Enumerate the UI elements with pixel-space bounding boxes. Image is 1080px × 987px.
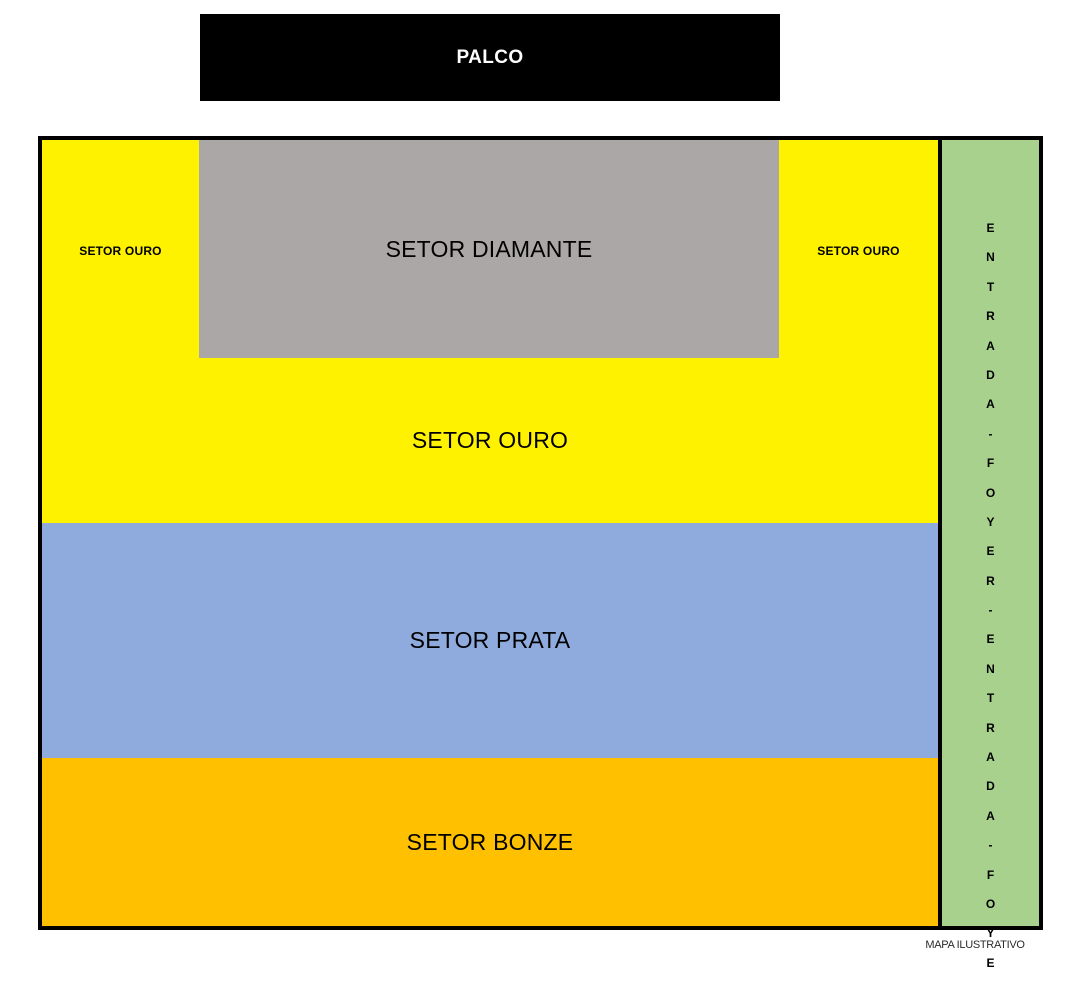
stage-label: PALCO (456, 46, 524, 68)
entrance-letter: E (986, 955, 995, 970)
sector-ouro-main-label: SETOR OURO (411, 427, 569, 453)
entrance-letter: - (988, 426, 993, 441)
entrance-letter: Y (986, 926, 995, 941)
entrance-letter: T (986, 279, 995, 294)
entrance-letter: A (986, 750, 995, 765)
entrance-letter: O (985, 896, 996, 911)
entrance-letter: N (986, 661, 995, 676)
entrance-letter: R (986, 720, 995, 735)
sector-bonze[interactable]: SETOR BONZE (42, 758, 938, 926)
stage-block[interactable]: PALCO (200, 14, 780, 101)
sector-ouro-left-label: SETOR OURO (79, 244, 162, 258)
sector-diamante[interactable]: SETOR DIAMANTE (199, 140, 779, 358)
entrance-letter: D (986, 779, 995, 794)
entrance-letter: R (986, 573, 995, 588)
sector-bonze-label: SETOR BONZE (406, 828, 574, 855)
sector-prata-label: SETOR PRATA (409, 627, 571, 653)
entrance-letter: E (986, 221, 995, 235)
entrance-letter: A (986, 338, 995, 353)
entrance-letter: F (986, 867, 995, 882)
entrance-letter: O (985, 485, 996, 500)
sector-prata[interactable]: SETOR PRATA (42, 523, 938, 758)
entrance-letter: A (986, 808, 995, 823)
entrance-letter: - (988, 603, 993, 618)
entrance-letter: E (986, 632, 995, 647)
entrance-letter: N (986, 250, 995, 265)
entrance-letter: R (986, 978, 995, 987)
seating-area: SETOR DIAMANTE SETOR OURO SETOR OURO SET… (38, 136, 1043, 987)
map-footnote: MAPA ILUSTRATIVO (925, 939, 1025, 951)
sector-ouro-right-label: SETOR OURO (817, 244, 900, 258)
sector-ouro-main[interactable]: SETOR OURO (42, 358, 938, 523)
sector-diamante-label: SETOR DIAMANTE (385, 235, 593, 262)
entrance-letter: A (986, 397, 995, 412)
entrance-letter: T (986, 691, 995, 706)
entrance-letter: F (986, 456, 995, 471)
entrance-letter: Y (986, 514, 995, 529)
entrance-letter: - (988, 838, 993, 853)
sector-divider (938, 140, 942, 926)
sector-ouro-top-band[interactable]: SETOR DIAMANTE SETOR OURO SETOR OURO SET… (42, 140, 938, 523)
seating-inner: SETOR DIAMANTE SETOR OURO SETOR OURO SET… (42, 140, 1039, 987)
entrance-letter: D (986, 367, 995, 382)
entrance-letter: E (986, 544, 995, 559)
entrance-letter: R (986, 309, 995, 324)
